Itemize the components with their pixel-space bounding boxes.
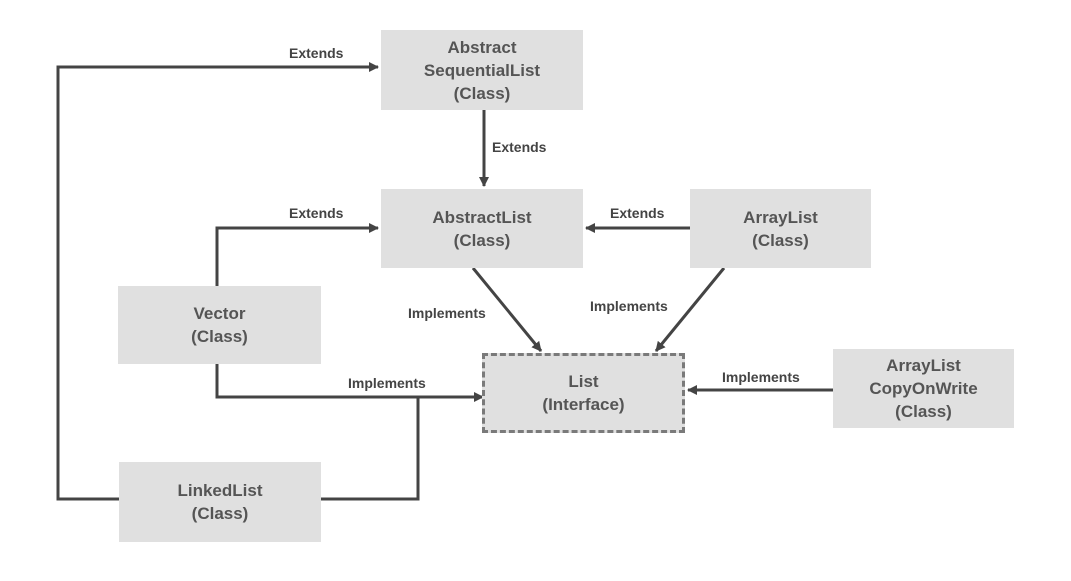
edge-label-implements: Implements — [408, 305, 486, 321]
node-line: Vector — [193, 304, 246, 323]
edge-label-extends: Extends — [492, 139, 547, 155]
node-line: ArrayList — [886, 356, 961, 375]
node-line: AbstractList — [432, 207, 532, 227]
edge-linkedlist-to-list — [320, 397, 420, 501]
node-line: (Class) — [453, 83, 511, 103]
node-array-list: ArrayList (Class) — [690, 189, 871, 268]
edge-label-implements: Implements — [722, 369, 800, 385]
edge-label-extends: Extends — [610, 205, 665, 221]
node-line: CopyOnWrite — [869, 379, 978, 398]
edge-label-implements: Implements — [348, 375, 426, 391]
node-line: LinkedList — [177, 481, 263, 500]
node-line: (Class) — [895, 402, 952, 421]
node-line: (Interface) — [542, 395, 625, 414]
node-line: ArrayList — [743, 207, 818, 227]
node-array-list-copy-on-write: ArrayList CopyOnWrite (Class) — [833, 349, 1014, 428]
node-line: List — [568, 372, 599, 391]
node-line: (Class) — [752, 230, 809, 250]
node-line: (Class) — [191, 327, 248, 346]
edge-label-implements: Implements — [590, 298, 668, 314]
node-line: SequentialList — [423, 60, 541, 80]
edge-abstract-list-to-list — [471, 267, 543, 352]
node-linked-list: LinkedList (Class) — [119, 462, 321, 542]
edge-vector-to-abstract-list — [215, 223, 379, 286]
edge-linkedlist-to-abstract-sequential-list — [56, 62, 379, 501]
edge-array-list-to-list — [654, 267, 726, 352]
node-line: (Class) — [453, 230, 511, 250]
edge-label-extends: Extends — [289, 45, 344, 61]
node-vector: Vector (Class) — [118, 286, 321, 364]
node-line: Abstract — [447, 37, 517, 57]
node-abstract-sequential-list: Abstract SequentialList (Class) — [381, 30, 583, 110]
node-list-interface: List (Interface) — [482, 353, 685, 433]
edge-vector-to-list — [215, 364, 484, 402]
node-abstract-list: AbstractList (Class) — [381, 189, 583, 268]
edge-label-extends: Extends — [289, 205, 344, 221]
node-line: (Class) — [191, 504, 249, 523]
